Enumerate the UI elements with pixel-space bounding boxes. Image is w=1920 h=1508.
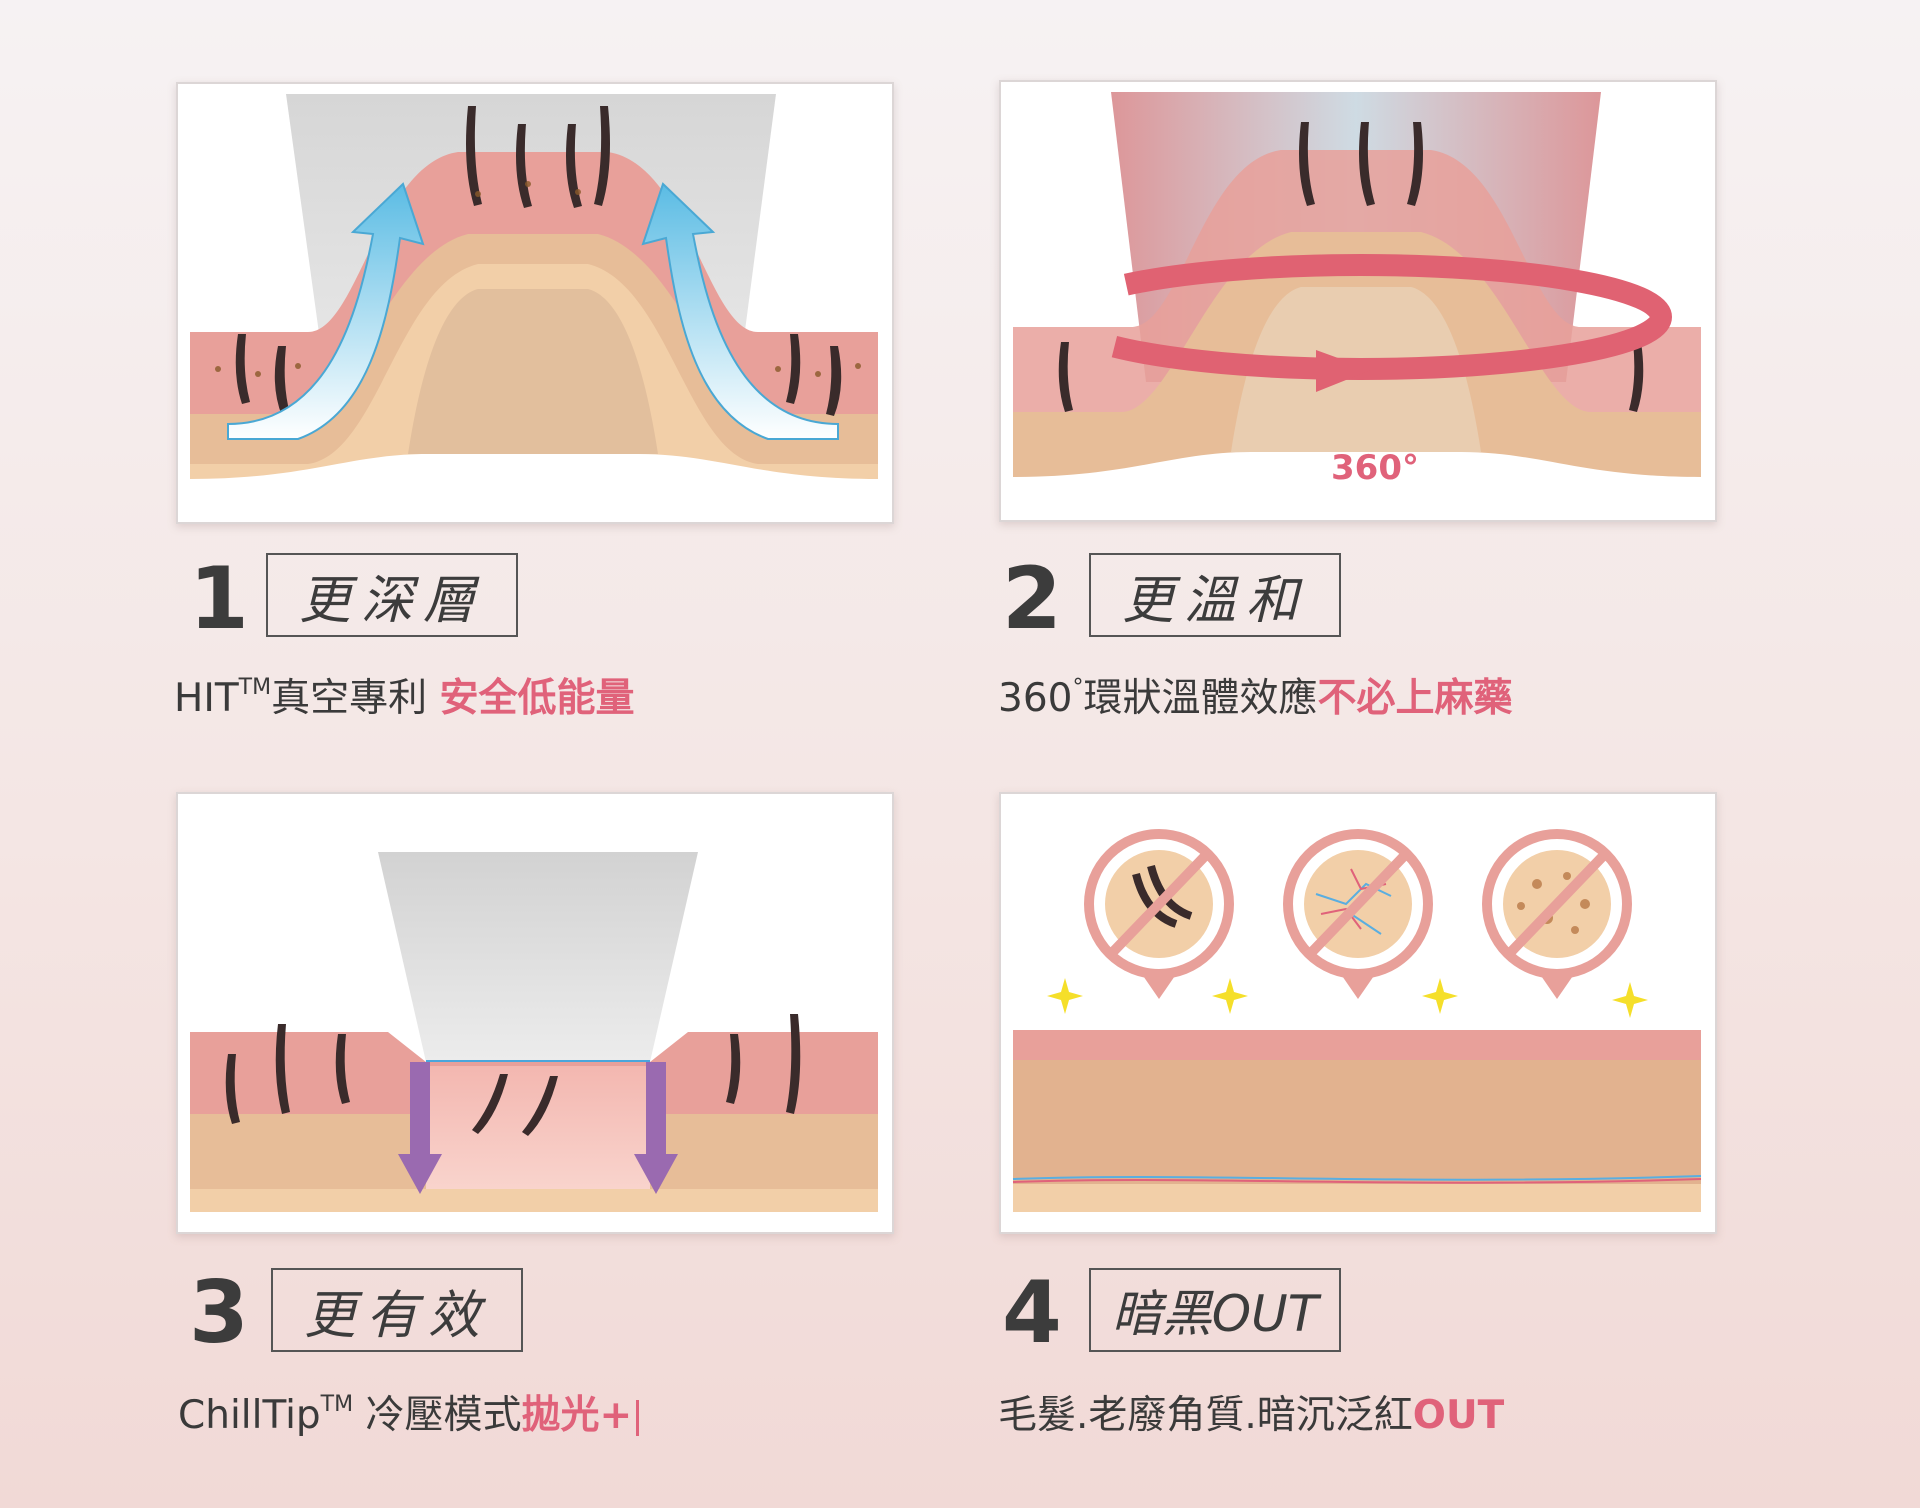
clear-skin-illustration <box>1012 829 1702 1212</box>
cooling-tip <box>378 852 698 1062</box>
step-number-1: 1 <box>189 549 249 649</box>
caption-sup: TM <box>238 675 272 700</box>
step-title-1: 更深層 <box>266 553 518 637</box>
caption-text: 冷壓模式 <box>365 1393 522 1438</box>
skin-layer-epidermis <box>1013 1030 1701 1060</box>
highlight-bar <box>636 1399 640 1436</box>
heat-skin-illustration: 360° <box>1013 92 1701 500</box>
caption-sup: TM <box>320 1392 354 1417</box>
compressed-zone <box>426 1066 650 1212</box>
sparkles <box>1047 978 1648 1018</box>
caption-highlight: 不必上麻藥 <box>1317 676 1513 721</box>
skin-layer-fat <box>1013 1184 1701 1212</box>
skin-layer-dermis <box>1013 1060 1701 1190</box>
step-title-3: 更有效 <box>271 1268 523 1352</box>
caption-prefix: 360 <box>998 676 1073 721</box>
diagram-360-heat: 360° <box>999 80 1717 522</box>
step-number-2: 2 <box>1002 549 1062 649</box>
vacuum-arrow-left <box>227 182 425 440</box>
no-redness-icon <box>1283 829 1433 999</box>
caption-highlight: 安全低能量 <box>439 676 635 721</box>
no-dark-spots-icon <box>1482 829 1632 999</box>
step-number-3: 3 <box>189 1263 249 1363</box>
step-title-4: 暗黑OUT <box>1089 1268 1341 1352</box>
label-360: 360° <box>1331 448 1419 488</box>
muscle-bulge <box>408 289 658 454</box>
diagram-dark-out <box>999 792 1717 1234</box>
step-caption-4: 毛髮.老廢角質.暗沉泛紅OUT <box>998 1396 1504 1435</box>
hair-follicles <box>225 1014 801 1136</box>
step-caption-2: 360°環狀溫體效應不必上麻藥 <box>998 676 1513 721</box>
diagram-chilltip <box>176 792 894 1234</box>
press-arrow-left <box>398 1062 442 1194</box>
pigment-dots <box>215 181 861 377</box>
caption-sup: ° <box>1072 675 1084 700</box>
vacuum-skin-illustration <box>190 94 878 502</box>
hair-follicles <box>235 106 842 416</box>
no-hair-icon <box>1084 829 1234 999</box>
press-arrow-right <box>634 1062 678 1194</box>
caption-prefix: ChillTip <box>178 1393 321 1438</box>
caption-text: 環狀溫體效應 <box>1083 676 1318 721</box>
step-number-4: 4 <box>1002 1263 1062 1363</box>
chilltip-skin-illustration <box>190 852 878 1212</box>
diagram-deep-vacuum <box>176 82 894 524</box>
step-caption-1: HITTM真空專利 安全低能量 <box>174 676 635 721</box>
caption-text: 毛髮.老廢角質.暗沉泛紅 <box>998 1393 1413 1438</box>
caption-prefix: HIT <box>174 676 239 721</box>
caption-text: 真空專利 <box>271 676 428 721</box>
vacuum-arrow-right <box>641 182 839 440</box>
step-caption-3: ChillTipTM 冷壓模式拋光+ <box>178 1393 640 1438</box>
step-title-2: 更溫和 <box>1089 553 1341 637</box>
rotation-arrow-head <box>1316 350 1371 392</box>
caption-highlight: 拋光+ <box>521 1393 633 1438</box>
hair-follicles <box>1058 122 1644 412</box>
caption-highlight: OUT <box>1412 1393 1505 1438</box>
